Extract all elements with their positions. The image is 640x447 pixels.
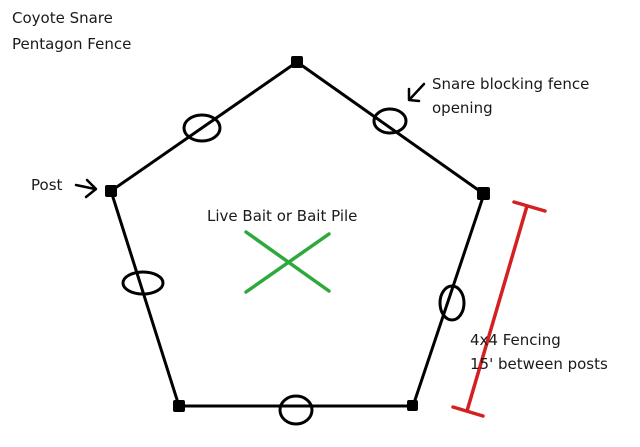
post-marker-bottom-right [407,400,418,411]
bait-label: Live Bait or Bait Pile [207,207,358,225]
diagram-title-line-2: Pentagon Fence [12,35,132,53]
post-marker-bottom-left [173,400,185,412]
snare-loop-right [438,284,466,322]
post-label: Post [31,176,63,194]
diagram-title-line-1: Coyote Snare [12,9,113,27]
fence-side-right [411,192,486,408]
measure-cap-bottom [451,405,485,418]
snare-loop-left [121,270,165,296]
post-arrow-icon [74,178,98,199]
snare-arrow-icon [407,82,426,103]
fencing-label-line-2: 15' between posts [470,355,608,372]
snare-label-line-1: Snare blocking fence [432,75,590,93]
fencing-label-line-1: 4x4 Fencing [470,331,561,349]
fence-side-left [109,189,181,408]
fence-side-top-right [295,60,486,196]
fence-side-top-left [109,60,299,193]
snare-loop-top-right [372,107,408,135]
posts [105,56,490,412]
snare-loop-bottom [278,394,314,426]
arrows [74,82,426,199]
post-marker-right [477,187,490,200]
snare-label-line-2: opening [432,99,493,116]
measure-cap-top [512,200,547,213]
snares [121,107,466,426]
post-marker-left [105,185,117,197]
snare-loop-top-left [182,113,222,143]
post-marker-top [291,56,303,68]
fence-length-indicator [451,200,547,418]
measure-shaft [465,204,529,413]
pentagon-fence [109,60,486,408]
bait-marker-x [244,230,331,294]
